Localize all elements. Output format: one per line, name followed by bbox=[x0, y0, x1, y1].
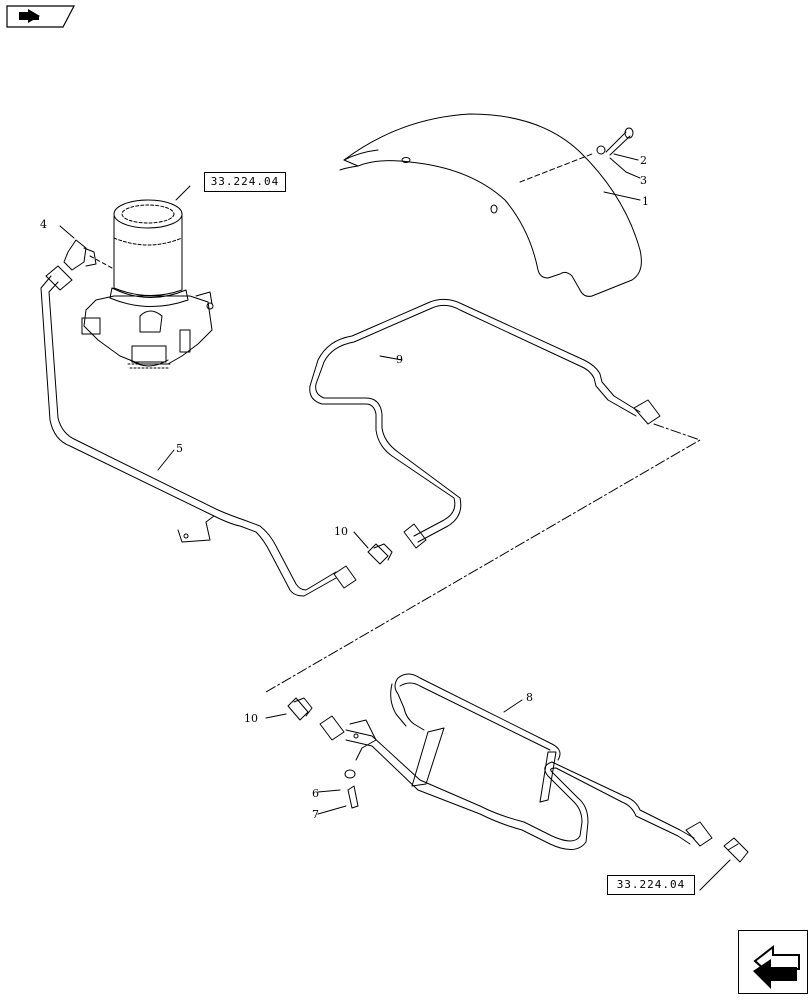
arrow-left-icon bbox=[753, 944, 800, 989]
reference-label-bottom[interactable]: 33.224.04 bbox=[607, 875, 695, 895]
assembly-centerline bbox=[265, 423, 701, 693]
bolt-6-7 bbox=[344, 769, 359, 809]
tube-9 bbox=[309, 298, 661, 549]
elbow-fitting bbox=[63, 239, 113, 271]
nav-back-button[interactable] bbox=[738, 930, 808, 994]
callout-9: 9 bbox=[396, 353, 403, 366]
callout-6: 6 bbox=[312, 787, 319, 800]
callout-10-upper: 10 bbox=[334, 525, 348, 538]
air-dryer bbox=[81, 199, 214, 369]
fender-shield bbox=[339, 113, 642, 297]
callout-8: 8 bbox=[526, 691, 533, 704]
fitting-10-upper bbox=[367, 543, 393, 565]
callout-10-lower: 10 bbox=[244, 712, 258, 725]
callout-7: 7 bbox=[312, 808, 319, 821]
end-fitting bbox=[723, 837, 749, 863]
callout-5: 5 bbox=[176, 442, 183, 455]
callout-3: 3 bbox=[640, 174, 647, 187]
tube-5 bbox=[40, 265, 357, 597]
callout-1: 1 bbox=[642, 195, 649, 208]
callout-4: 4 bbox=[40, 218, 47, 231]
reference-label-top[interactable]: 33.224.04 bbox=[204, 172, 286, 192]
arrow-right-icon bbox=[6, 5, 75, 28]
tube-8 bbox=[319, 673, 713, 850]
callout-2: 2 bbox=[640, 154, 647, 167]
fitting-10-lower bbox=[287, 697, 313, 721]
bolt-washer bbox=[596, 127, 634, 156]
nav-forward-button[interactable] bbox=[6, 5, 75, 28]
